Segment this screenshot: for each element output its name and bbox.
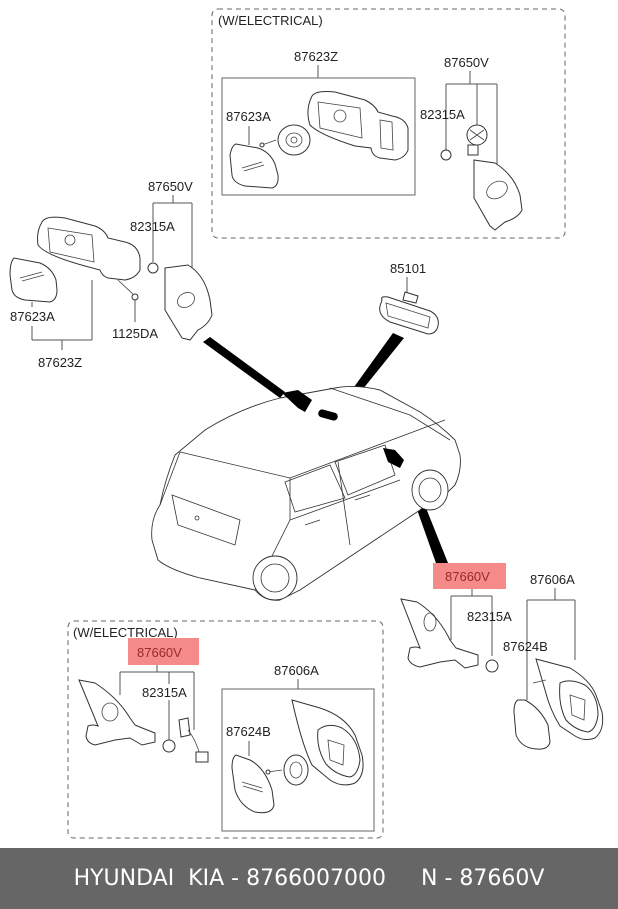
assembly-box	[221, 77, 416, 196]
screw-part-right	[532, 679, 547, 684]
part-label-87606a-right[interactable]: 87606A	[530, 572, 575, 587]
housing-interior-left	[47, 227, 95, 263]
glass-reflection-left	[19, 271, 45, 282]
screw-head-bottom	[265, 769, 271, 775]
part-label-87606a-bottom[interactable]: 87606A	[274, 663, 319, 678]
mirror-housing-part-left[interactable]	[37, 216, 141, 281]
part-label-87623a[interactable]: 87623A	[226, 109, 271, 124]
car-mirror-marker-left	[282, 390, 312, 412]
part-label-87624b-right[interactable]: 87624B	[503, 639, 548, 654]
clip-part-bottom[interactable]	[162, 739, 176, 753]
electrical-dashed-frame-bottom	[67, 620, 384, 839]
car-rearview-marker	[318, 409, 338, 421]
mirror-mount	[402, 291, 419, 304]
mirror-glass-part-left[interactable]	[9, 257, 58, 303]
car-body	[151, 385, 461, 601]
part-label-87624b-bottom[interactable]: 87624B	[226, 724, 271, 739]
car-badge	[194, 515, 200, 521]
cover-hole-left	[177, 292, 195, 308]
housing-pivot	[333, 109, 347, 123]
switch-knob-detail	[469, 129, 485, 141]
rearview-mirror-part[interactable]	[379, 296, 439, 335]
housing-bracket	[379, 119, 394, 151]
clip-part[interactable]	[440, 149, 452, 161]
part-label-87660v-bottom[interactable]: 87660V	[137, 645, 182, 660]
part-label-85101[interactable]: 85101	[390, 261, 426, 276]
cover-hole-right	[423, 612, 437, 632]
mirror-cover-part-bottom[interactable]	[78, 679, 156, 746]
car-door-handles	[304, 494, 371, 526]
glass-reflection-lines	[241, 161, 265, 172]
highlight-87660v-bottom	[128, 638, 199, 665]
group-rearview: 85101	[379, 261, 439, 335]
part-label-1125da[interactable]: 1125DA	[112, 326, 158, 341]
switch-connector	[467, 144, 479, 156]
housing-face-right	[559, 680, 599, 733]
part-label-87650v-left[interactable]: 87650V	[148, 179, 193, 194]
footer-part-number-text: HYUNDAI KIA - 8766007000 N - 87660V	[73, 866, 545, 891]
electrical-caption: (W/ELECTRICAL)	[218, 13, 323, 28]
part-label-87623a-left[interactable]: 87623A	[10, 309, 55, 324]
car-front-wheel	[411, 469, 449, 511]
car-rear-door-window	[284, 464, 346, 513]
mirror-cover-part-left[interactable]	[164, 264, 213, 341]
part-label-82315a-right[interactable]: 82315A	[467, 609, 512, 624]
part-label-82315a-bottom[interactable]: 82315A	[142, 685, 187, 700]
electrical-caption-bottom: (W/ELECTRICAL)	[73, 625, 178, 640]
part-label-87623z[interactable]: 87623Z	[294, 49, 338, 64]
electrical-dashed-frame	[211, 8, 566, 239]
screw-head-left[interactable]	[131, 293, 139, 301]
car-front-door-window	[334, 444, 396, 496]
wiring-plug	[195, 751, 209, 763]
clip-part-left[interactable]	[147, 262, 159, 274]
mirror-cover-part[interactable]	[473, 159, 523, 231]
actuator-center-bottom	[289, 761, 303, 779]
housing-interior-bottom	[327, 739, 345, 766]
car-mirror-marker-right	[383, 448, 404, 468]
group-top-electrical: (W/ELECTRICAL) 87623Z 87623A 87650V 8231…	[211, 8, 566, 239]
housing-face-bottom	[317, 724, 361, 778]
vehicle-illustration	[151, 385, 461, 601]
parts-diagram: (W/ELECTRICAL) 87623Z 87623A 87650V 8231…	[9, 8, 604, 839]
car-rear-window	[171, 494, 241, 546]
car-door-lines	[289, 461, 401, 546]
cover-hole-bottom	[101, 702, 119, 722]
group-left-manual: 87650V 82315A 1125DA 87623A 87623Z	[9, 179, 213, 370]
glass-reflection-bottom	[241, 781, 264, 793]
highlight-87660v-right	[433, 563, 506, 589]
housing-interior	[317, 101, 363, 139]
car-rear-wheel	[252, 555, 298, 601]
mirror-glass-part-bottom[interactable]	[231, 754, 275, 814]
actuator-motor-part-bottom[interactable]	[283, 754, 309, 786]
clip-part-right[interactable]	[485, 659, 499, 673]
pointer-left-mirror	[203, 337, 285, 398]
car-hood-line	[329, 387, 451, 441]
mirror-cover-part-right[interactable]	[400, 598, 479, 669]
group-bottom-electrical: (W/ELECTRICAL) 87660V 82315A 87606A 8762…	[67, 620, 384, 839]
wiring-connector[interactable]	[178, 717, 191, 738]
housing-pivot-left	[64, 234, 76, 246]
screw-part-left	[117, 279, 136, 297]
part-label-82315a-left[interactable]: 82315A	[130, 219, 175, 234]
mirror-housing-part[interactable]	[307, 91, 409, 161]
rearview-glass	[385, 302, 431, 329]
footer-bar: HYUNDAI KIA - 8766007000 N - 87660V	[0, 848, 618, 909]
car-rear-pillar	[159, 451, 181, 506]
actuator-hub	[290, 136, 298, 144]
screw-head	[259, 142, 265, 148]
cover-switch-hole	[486, 180, 508, 200]
part-label-87623z-left[interactable]: 87623Z	[38, 355, 82, 370]
mirror-glass-part[interactable]	[229, 143, 279, 189]
car-front-hub	[418, 477, 442, 503]
group-bottom-right: 87660V 82315A 87606A 87624B	[400, 563, 604, 750]
part-label-87650v[interactable]: 87650V	[444, 55, 489, 70]
actuator-center	[285, 132, 303, 148]
housing-interior-right	[569, 694, 586, 721]
mirror-glass-part-right[interactable]	[513, 699, 551, 750]
part-label-82315a[interactable]: 82315A	[420, 107, 465, 122]
car-rear-hub	[260, 563, 290, 593]
actuator-motor-part[interactable]	[277, 124, 311, 156]
assembly-box-bottom	[221, 688, 375, 832]
part-label-87660v-right[interactable]: 87660V	[445, 569, 490, 584]
